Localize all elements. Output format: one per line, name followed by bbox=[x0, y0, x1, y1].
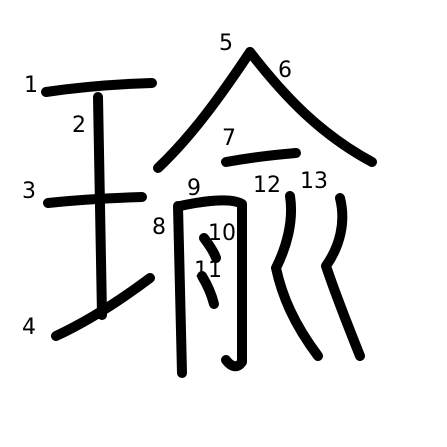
stroke-7 bbox=[221, 148, 301, 167]
stroke-number-labels: 1 2 3 4 5 6 7 8 9 10 11 12 13 bbox=[22, 31, 328, 340]
stroke-number-7: 7 bbox=[222, 126, 236, 151]
stroke-6 bbox=[245, 47, 377, 167]
stroke-number-13: 13 bbox=[300, 169, 328, 194]
stroke-9 bbox=[175, 195, 247, 372]
stroke-1 bbox=[41, 78, 157, 97]
stroke-number-1: 1 bbox=[24, 73, 38, 98]
stroke-number-5: 5 bbox=[219, 31, 233, 56]
stroke-11 bbox=[197, 271, 219, 309]
stroke-8 bbox=[173, 201, 187, 378]
stroke-10 bbox=[199, 233, 221, 263]
stroke-2 bbox=[93, 92, 107, 320]
stroke-5 bbox=[153, 47, 255, 173]
stroke-number-9: 9 bbox=[187, 176, 201, 201]
stroke-13 bbox=[321, 193, 365, 361]
stroke-number-11: 11 bbox=[194, 258, 222, 283]
stroke-number-8: 8 bbox=[152, 215, 166, 240]
stroke-number-6: 6 bbox=[278, 58, 292, 83]
stroke-12 bbox=[271, 191, 323, 361]
stroke-number-3: 3 bbox=[22, 179, 36, 204]
stroke-3 bbox=[43, 192, 147, 208]
stroke-number-4: 4 bbox=[22, 315, 36, 340]
stroke-number-12: 12 bbox=[253, 173, 281, 198]
character-strokes bbox=[41, 47, 377, 378]
stroke-number-2: 2 bbox=[72, 113, 86, 138]
stroke-number-10: 10 bbox=[208, 221, 236, 246]
stroke-4 bbox=[51, 273, 155, 341]
